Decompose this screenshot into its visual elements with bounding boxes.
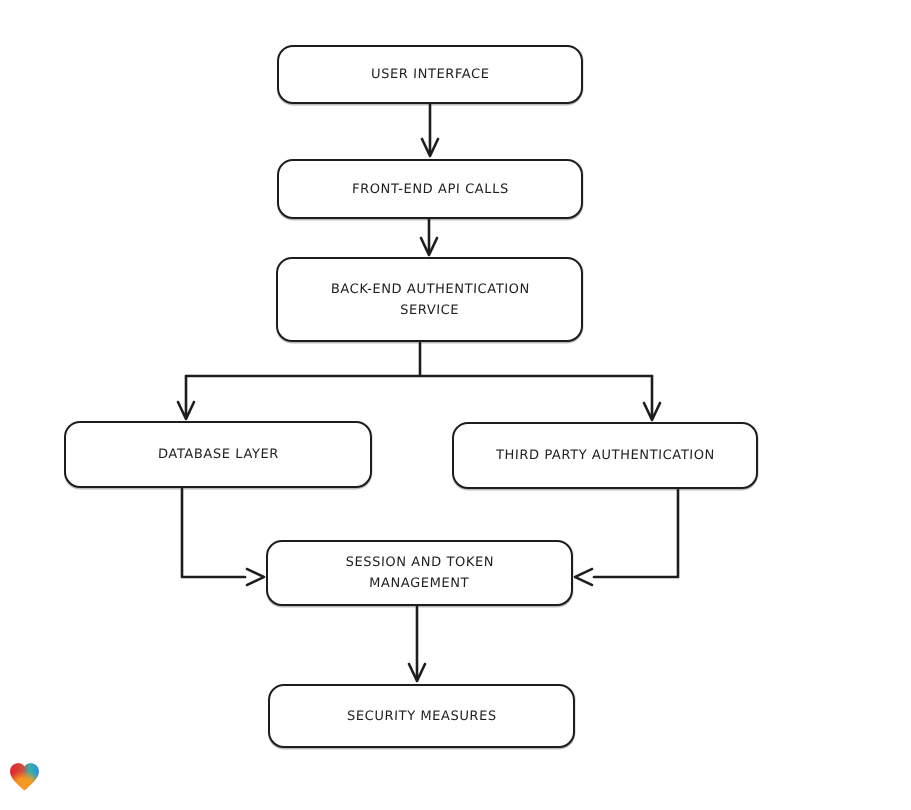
node-label: FRONT-END API CALLS	[351, 181, 509, 197]
edge-ui-to-frontend-arrow	[420, 102, 440, 158]
edge-backend-to-database-arrow	[176, 374, 196, 421]
edge-session-to-security-arrow	[407, 605, 427, 683]
edge-database-to-session-arrow	[180, 487, 266, 587]
node-security-measures: SECURITY MEASURES	[268, 684, 575, 748]
node-front-end-api-calls: FRONT-END API CALLS	[277, 159, 583, 219]
node-session-and-token-management: SESSION AND TOKEN MANAGEMENT	[266, 540, 573, 606]
node-label: SESSION AND TOKEN MANAGEMENT	[345, 555, 495, 591]
node-third-party-authentication: THIRD PARTY AUTHENTICATION	[452, 422, 758, 489]
edge-thirdparty-to-session-arrow	[573, 488, 680, 587]
node-label: BACK-END AUTHENTICATION SERVICE	[330, 281, 530, 318]
node-label: SECURITY MEASURES	[346, 708, 497, 724]
node-back-end-authentication-service: BACK-END AUTHENTICATION SERVICE	[276, 257, 583, 342]
node-database-layer: DATABASE LAYER	[64, 421, 372, 488]
edge-frontend-to-backend-arrow	[419, 217, 439, 257]
heart-icon	[10, 763, 39, 791]
node-label: DATABASE LAYER	[157, 447, 279, 462]
node-user-interface: USER INTERFACE	[277, 45, 583, 104]
edge-backend-to-thirdparty-arrow	[642, 374, 662, 422]
edge-backend-split-line	[184, 341, 654, 378]
gradient-heart-logo[interactable]	[8, 760, 41, 794]
node-label: USER INTERFACE	[370, 67, 490, 82]
node-label: THIRD PARTY AUTHENTICATION	[495, 448, 715, 463]
